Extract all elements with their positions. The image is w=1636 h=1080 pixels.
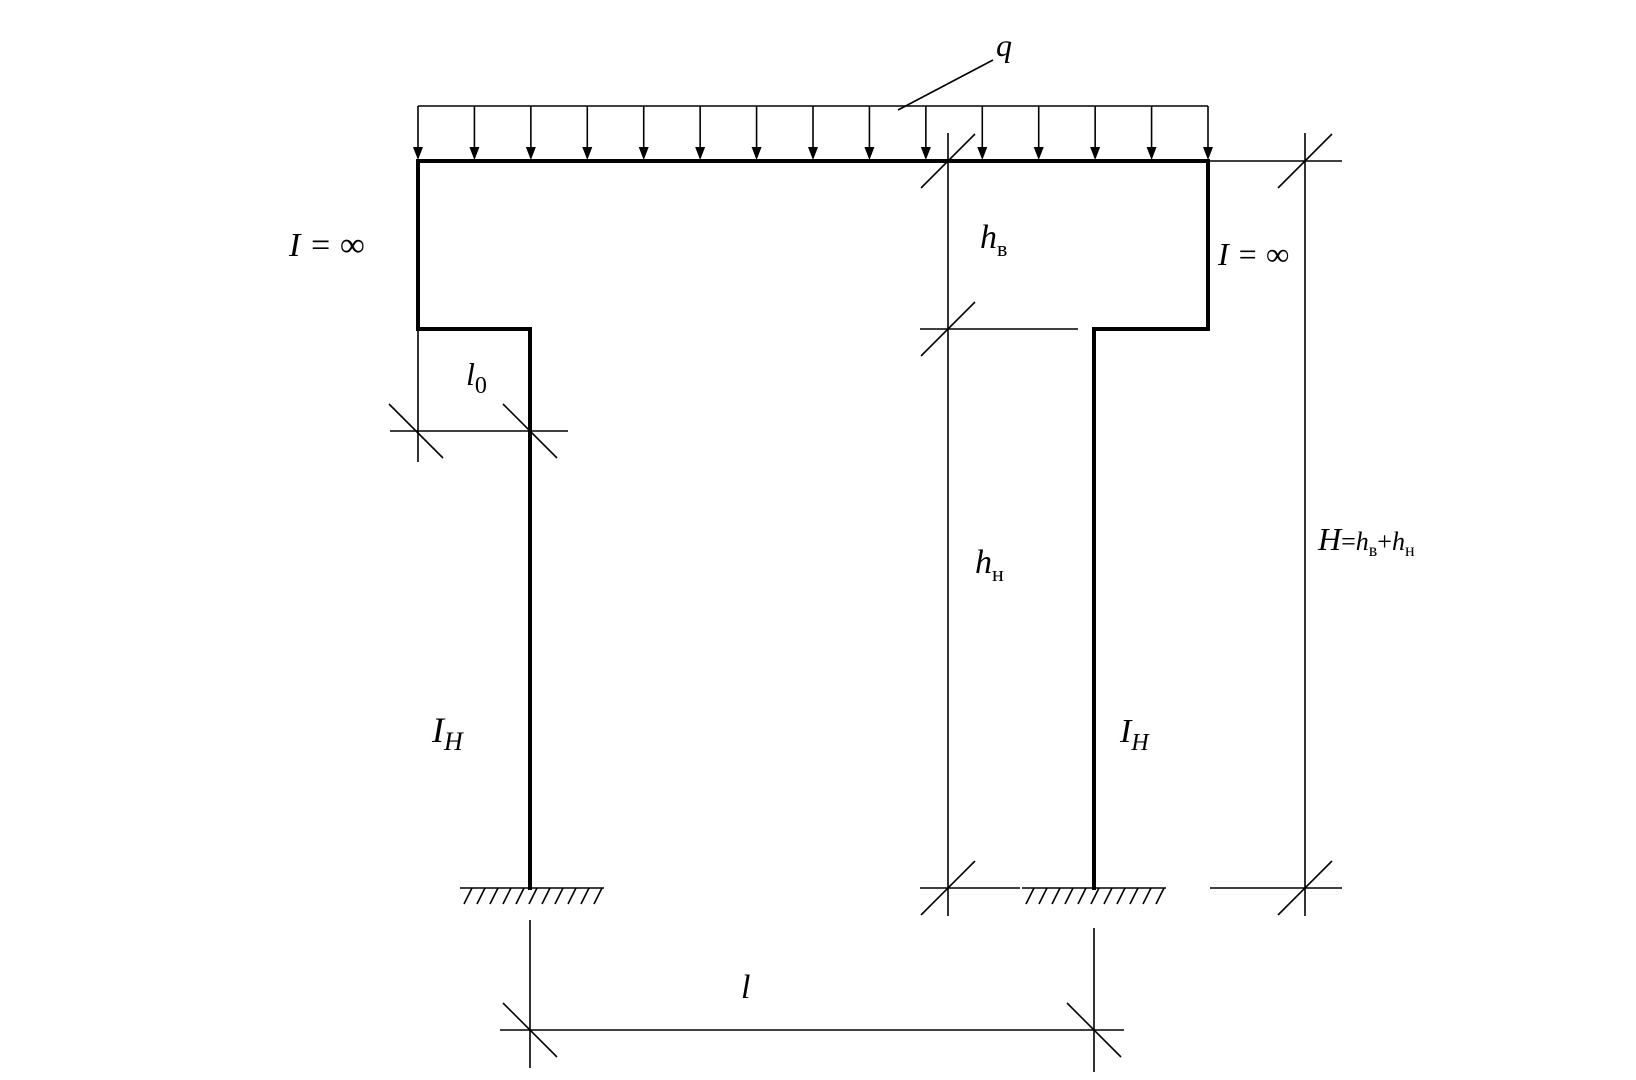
column-label-left: IH: [431, 710, 464, 756]
support-hatch-line: [1116, 887, 1126, 905]
right-fixed-support: [1022, 887, 1166, 905]
support-hatch-line: [541, 887, 551, 905]
support-hatch-line: [554, 887, 564, 905]
distributed-load-q: q: [413, 27, 1213, 160]
support-hatch-line: [502, 887, 512, 905]
support-hatch-line: [1090, 887, 1100, 905]
dimension-total-height: H=hв+hн: [1208, 133, 1415, 916]
load-arrowhead: [413, 147, 423, 160]
load-arrowhead: [977, 147, 988, 160]
support-hatch-line: [1129, 887, 1139, 905]
frame-members: [416, 159, 1210, 890]
load-arrowhead: [469, 147, 480, 160]
support-hatch-line: [593, 887, 603, 905]
support-hatch-line: [580, 887, 590, 905]
load-arrowhead: [525, 147, 536, 160]
dimension-l0: l0: [388, 329, 568, 462]
column-label-right: IH: [1119, 713, 1150, 756]
stiffness-label-right: I = ∞: [1217, 236, 1289, 272]
dimension-label-hb: hв: [980, 219, 1007, 261]
load-arrowhead: [808, 147, 818, 160]
load-label-q: q: [996, 27, 1012, 63]
support-hatch-line: [489, 887, 499, 905]
load-arrowhead: [1090, 147, 1101, 160]
stiffness-label-left: I = ∞: [288, 227, 365, 264]
dimension-label-l: l: [741, 969, 750, 1006]
load-arrowhead: [751, 147, 762, 160]
support-hatch-line: [1103, 887, 1113, 905]
support-hatch-line: [1038, 887, 1048, 905]
support-hatch-line: [528, 887, 538, 905]
support-hatch-line: [476, 887, 486, 905]
load-arrowhead: [582, 147, 593, 160]
support-hatch-line: [1064, 887, 1074, 905]
dimension-label-H: H=hв+hн: [1317, 521, 1415, 560]
load-arrowhead: [864, 147, 875, 160]
load-arrows: [413, 106, 1213, 160]
dimension-label-hn: hн: [975, 544, 1004, 586]
support-hatch-line: [1077, 887, 1087, 905]
load-arrowhead: [1033, 147, 1044, 160]
support-hatch-line: [463, 887, 473, 905]
load-arrowhead: [695, 147, 706, 160]
load-arrowhead: [638, 147, 649, 160]
support-hatch-line: [515, 887, 525, 905]
dimension-span-l: l: [500, 920, 1124, 1072]
left-fixed-support: [460, 887, 604, 905]
dimension-label-l0: l0: [466, 356, 487, 399]
support-hatch-line: [1142, 887, 1152, 905]
support-hatch-line: [567, 887, 577, 905]
support-hatch-line: [1051, 887, 1061, 905]
load-leader-line: [897, 59, 994, 111]
load-arrowhead: [1146, 147, 1157, 160]
dimension-column-heights: hв hн: [920, 133, 1078, 916]
support-hatch-line: [1155, 887, 1165, 905]
support-hatch-line: [1025, 887, 1035, 905]
load-arrowhead: [920, 147, 931, 160]
load-arrowhead: [1203, 147, 1213, 160]
